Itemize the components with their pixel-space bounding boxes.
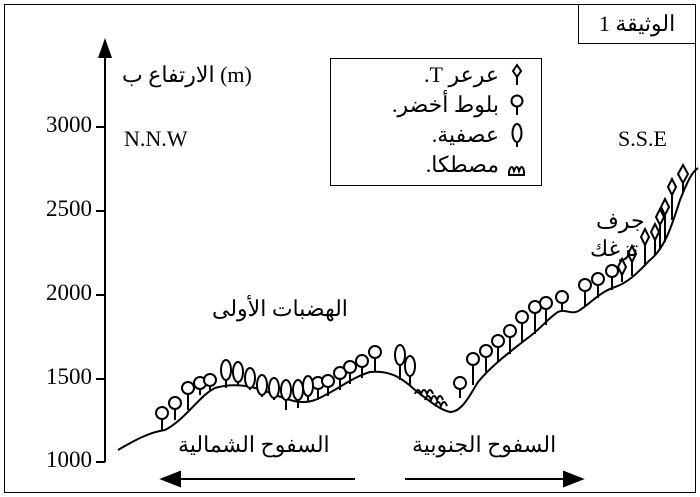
tick-label-3000: 3000 [46, 112, 92, 137]
y-axis-label: الارتفاع ب (m) [122, 62, 252, 87]
plateaus-label: الهضبات الأولى [212, 296, 348, 321]
legend-label-juniper: عرعر T. [424, 62, 499, 87]
figure-frame [4, 4, 696, 493]
legend-item-mastic: مصطكا. [426, 151, 527, 179]
direction-left: N.N.W [124, 126, 188, 151]
cliff-label-line1: جرف [596, 208, 645, 233]
legend-item-juniper: عرعر T. [424, 61, 527, 89]
tick-label-1000: 1000 [46, 447, 92, 472]
green-oak-icon [510, 94, 524, 115]
legend-item-green-oak: بلوط أخضر. [392, 91, 527, 119]
slope-arrows [159, 470, 585, 488]
tick-label-2500: 2500 [46, 196, 92, 221]
y-axis-arrowhead [98, 38, 112, 58]
cliff-label-line2: تزغك [590, 236, 639, 261]
north-slopes-label: السفوح الشمالية [178, 432, 330, 457]
mastic-icon [508, 166, 525, 176]
south-slopes-label: السفوح الجنوبية [412, 432, 557, 457]
juniper-trees [616, 162, 690, 282]
direction-right: S.S.E [618, 126, 667, 151]
mastic-shrubs [414, 389, 448, 409]
green-oak-trees [155, 264, 619, 430]
tick-label-1500: 1500 [46, 364, 92, 389]
cypress-trees [220, 344, 416, 410]
legend-label-cypress: عصفية. [431, 122, 499, 147]
document-label: الوثيقة 1 [578, 4, 696, 44]
legend-item-cypress: عصفية. [432, 121, 527, 149]
legend-label-green-oak: بلوط أخضر. [391, 92, 499, 117]
tick-label-2000: 2000 [46, 280, 92, 305]
cypress-icon [511, 123, 523, 147]
juniper-icon [511, 63, 523, 85]
terrain-profile [117, 167, 699, 451]
legend: عرعر T. بلوط أخضر. عصفية. مصطكا. [330, 58, 542, 186]
legend-label-mastic: مصطكا. [425, 152, 499, 177]
